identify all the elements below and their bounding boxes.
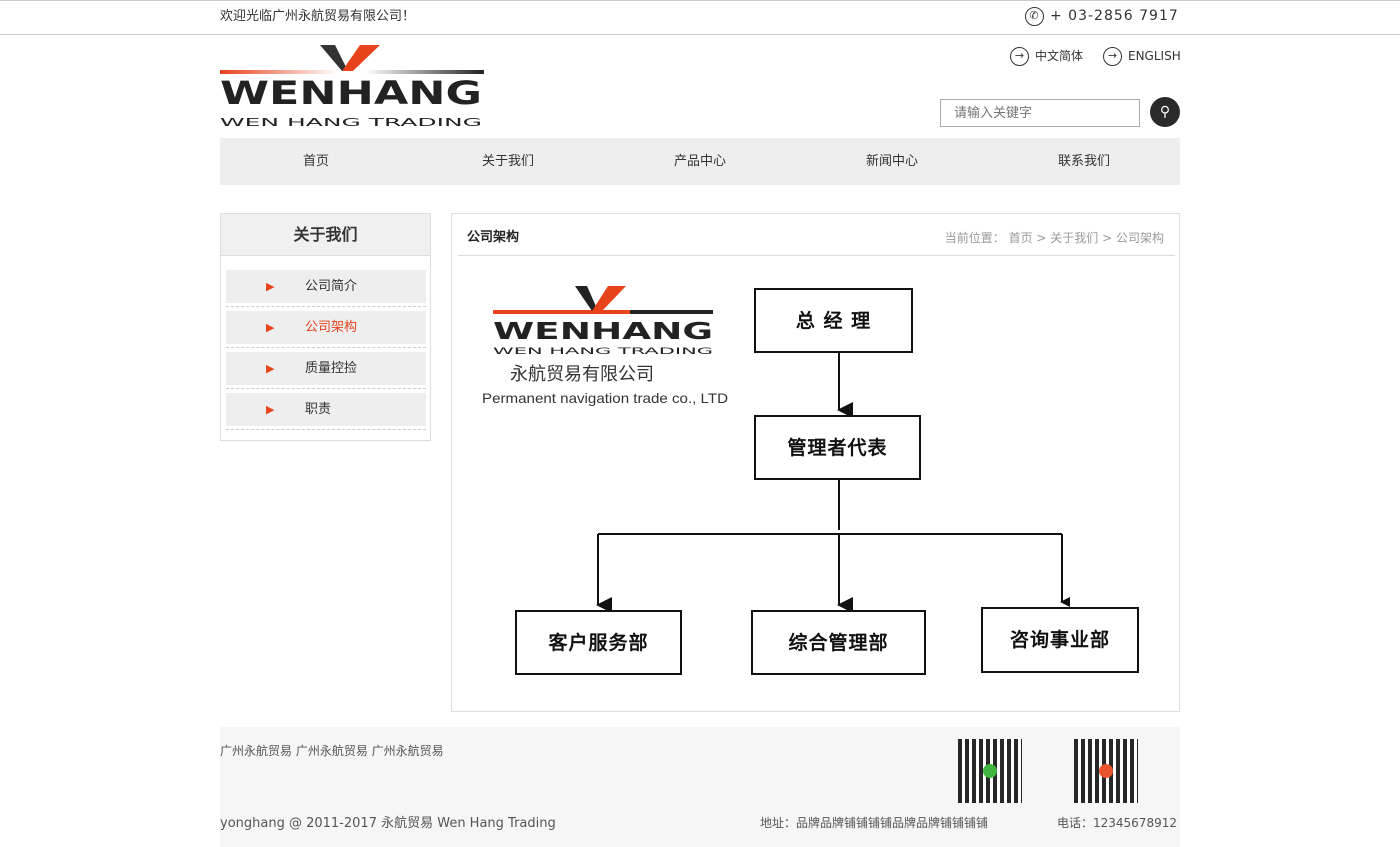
search-button[interactable]: ⚲ [1150, 97, 1180, 127]
top-bar [0, 0, 1400, 35]
breadcrumb-label: 当前位置： [944, 231, 1005, 245]
arrow-right-icon: → [1103, 47, 1122, 66]
breadcrumb-about[interactable]: 关于我们 [1050, 231, 1099, 245]
lang-cn-label: 中文简体 [1035, 49, 1084, 63]
sidebar-item-label: 公司简介 [305, 279, 358, 294]
copyright: yonghang @ 2011-2017 永航贸易 Wen Hang Tradi… [220, 816, 556, 831]
company-name-en: Permanent navigation trade co., LTD [482, 390, 728, 406]
nav-home[interactable]: 首页 [302, 154, 329, 169]
phone-number: + 03-2856 7917 [1050, 8, 1179, 24]
org-general-manager: 总 经 理 [754, 288, 913, 353]
content-title: 公司架构 [467, 230, 520, 245]
logo-text: WENHANG [220, 74, 482, 112]
org-management-rep: 管理者代表 [754, 415, 921, 480]
search-icon: ⚲ [1159, 104, 1171, 120]
phone-icon: ✆ [1025, 7, 1044, 26]
footer-links[interactable]: 广州永航贸易 广州永航贸易 广州永航贸易 [220, 744, 444, 758]
org-general-management: 综合管理部 [751, 610, 926, 675]
nav-contact[interactable]: 联系我们 [1057, 154, 1110, 169]
lang-en-label: ENGLISH [1128, 49, 1181, 63]
lang-en-link[interactable]: → ENGLISH [1103, 47, 1181, 66]
arrow-right-icon: → [1010, 47, 1029, 66]
main-nav: 首页 关于我们 产品中心 新闻中心 联系我们 [220, 138, 1180, 185]
sidebar-item-duties[interactable]: ▶ 职责 [226, 393, 426, 426]
image-logo-text: WENHANG [493, 319, 713, 345]
triangle-icon: ▶ [266, 321, 275, 334]
logo[interactable]: WENHANG WEN HANG TRADING [220, 45, 484, 129]
sidebar-item-intro[interactable]: ▶ 公司简介 [226, 270, 426, 303]
footer: 广州永航贸易 广州永航贸易 广州永航贸易 yonghang @ 2011-201… [220, 727, 1180, 847]
phone: ✆ + 03-2856 7917 [1025, 7, 1179, 26]
breadcrumb-home[interactable]: 首页 [1008, 231, 1033, 245]
triangle-icon: ▶ [266, 362, 275, 375]
triangle-icon: ▶ [266, 280, 275, 293]
nav-products[interactable]: 产品中心 [673, 154, 726, 169]
sidebar: 关于我们 ▶ 公司简介 ▶ 公司架构 ▶ 质量控捡 ▶ 职责 [220, 213, 431, 441]
triangle-icon: ▶ [266, 403, 275, 416]
company-logo-image: WENHANG WEN HANG TRADING 永航贸易有限公司 Perman… [482, 286, 728, 406]
telephone: 电话：12345678912 [1057, 816, 1177, 830]
sidebar-item-quality[interactable]: ▶ 质量控捡 [226, 352, 426, 385]
org-chart-lines [596, 353, 1070, 610]
sidebar-item-label: 公司架构 [305, 320, 358, 335]
nav-about[interactable]: 关于我们 [481, 154, 534, 169]
sidebar-title: 关于我们 [221, 214, 430, 256]
lang-cn-link[interactable]: → 中文简体 [1010, 47, 1083, 66]
nav-news[interactable]: 新闻中心 [865, 154, 918, 169]
company-name-cn: 永航贸易有限公司 [510, 364, 654, 385]
org-customer-service: 客户服务部 [515, 610, 682, 675]
address: 地址：品牌品牌铺铺铺铺品牌品牌铺铺铺铺 [760, 816, 989, 830]
content-panel: 公司架构 当前位置： 首页 > 关于我们 > 公司架构 [451, 213, 1180, 712]
image-logo-subtext: WEN HANG TRADING [493, 347, 713, 357]
search-input[interactable] [940, 99, 1140, 127]
breadcrumb-current[interactable]: 公司架构 [1115, 231, 1164, 245]
sidebar-item-label: 质量控捡 [305, 361, 358, 376]
welcome-text: 欢迎光临广州永航贸易有限公司！ [220, 9, 416, 24]
logo-subtext: WEN HANG TRADING [220, 116, 482, 129]
wechat-qr-icon [958, 739, 1022, 803]
breadcrumb: 当前位置： 首页 > 关于我们 > 公司架构 [944, 231, 1164, 245]
weibo-qr-icon [1074, 739, 1138, 803]
sidebar-item-label: 职责 [305, 402, 332, 417]
sidebar-item-structure[interactable]: ▶ 公司架构 [226, 311, 426, 344]
org-consulting: 咨询事业部 [981, 607, 1139, 673]
